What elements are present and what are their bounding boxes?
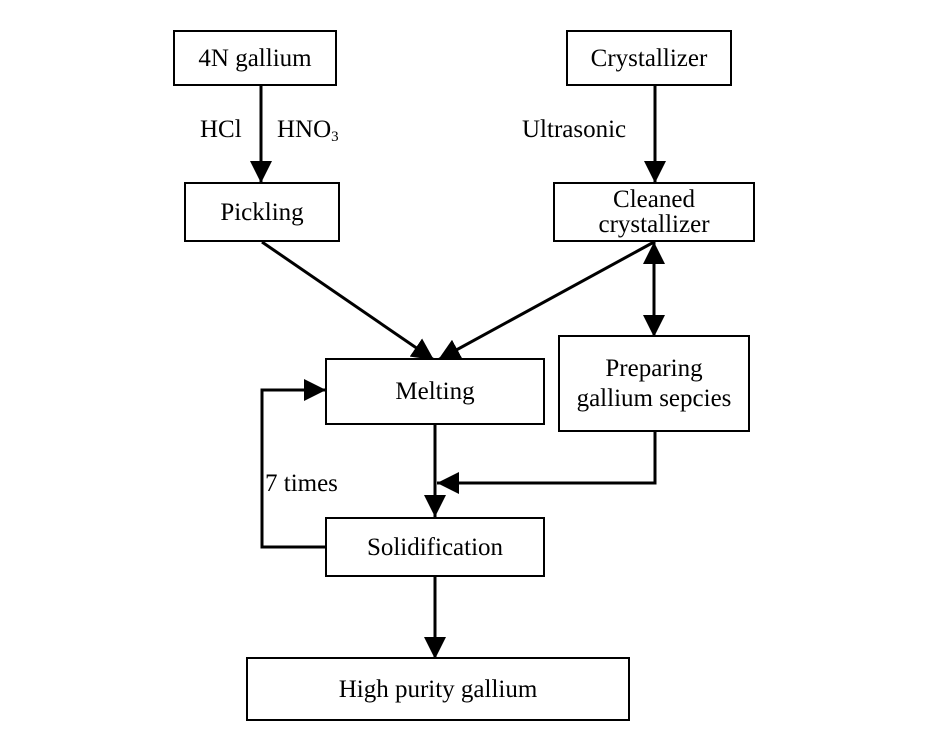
arrow-loop-solidification-to-melting — [260, 379, 326, 549]
node-crystallizer: Crystallizer — [566, 30, 732, 86]
node-cleaned-crystallizer: Cleaned crystallizer — [553, 182, 755, 242]
node-melting: Melting — [325, 358, 545, 425]
label-hcl: HCl — [200, 116, 242, 143]
node-4n-gallium: 4N gallium — [173, 30, 337, 86]
cleaned-crystallizer-line1: Cleaned — [613, 186, 695, 213]
label-hno3-base: HNO — [277, 116, 332, 143]
label-hno3: HNO3 — [277, 116, 339, 146]
node-preparing-gallium-species: Preparing gallium sepcies — [558, 335, 750, 432]
label-hno3-subscript: 3 — [331, 129, 339, 145]
node-solidification: Solidification — [325, 517, 545, 577]
label-ultrasonic: Ultrasonic — [522, 116, 627, 143]
arrow-pickling-to-melting — [261, 240, 435, 362]
node-pickling: Pickling — [184, 182, 340, 242]
node-high-purity-gallium: High purity gallium — [246, 657, 630, 721]
label-7-times: 7 times — [265, 470, 338, 497]
preparing-line2: gallium sepcies — [576, 384, 732, 412]
preparing-line1: Preparing — [605, 354, 703, 382]
arrow-preparing-to-main — [437, 430, 657, 494]
cleaned-crystallizer-line2: crystallizer — [598, 211, 710, 238]
arrow-cleaned-to-melting — [437, 240, 655, 362]
